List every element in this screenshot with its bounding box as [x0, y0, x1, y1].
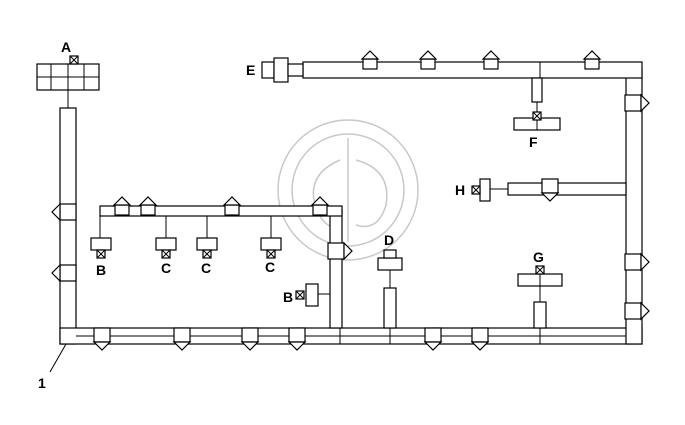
unit-C-3: [260, 237, 282, 259]
unit-H: [471, 178, 491, 202]
unit-E: [261, 57, 304, 83]
label-C-1: C: [161, 260, 171, 276]
label-D: D: [384, 232, 394, 248]
label-C-2: C: [201, 260, 211, 276]
label-F: F: [529, 134, 538, 150]
watermark-logo: [277, 119, 419, 261]
label-A: A: [61, 39, 71, 55]
label-H: H: [455, 182, 465, 198]
label-ref-1: 1: [38, 375, 46, 391]
label-G: G: [533, 249, 544, 265]
unit-A: [36, 55, 100, 91]
label-C-3: C: [265, 259, 275, 275]
unit-B-lower: [295, 283, 319, 307]
label-B-lower: B: [283, 289, 293, 305]
unit-B-upper: [90, 237, 112, 259]
duct-network: [59, 61, 643, 345]
label-B-upper: B: [96, 262, 106, 278]
label-E: E: [246, 62, 255, 78]
unit-C-2: [196, 237, 218, 259]
leader-line: [49, 343, 67, 373]
vent-outlets: [51, 50, 650, 351]
unit-F: [513, 111, 561, 131]
unit-G: [517, 265, 563, 287]
unit-D: [377, 249, 403, 271]
unit-C-1: [155, 237, 177, 259]
